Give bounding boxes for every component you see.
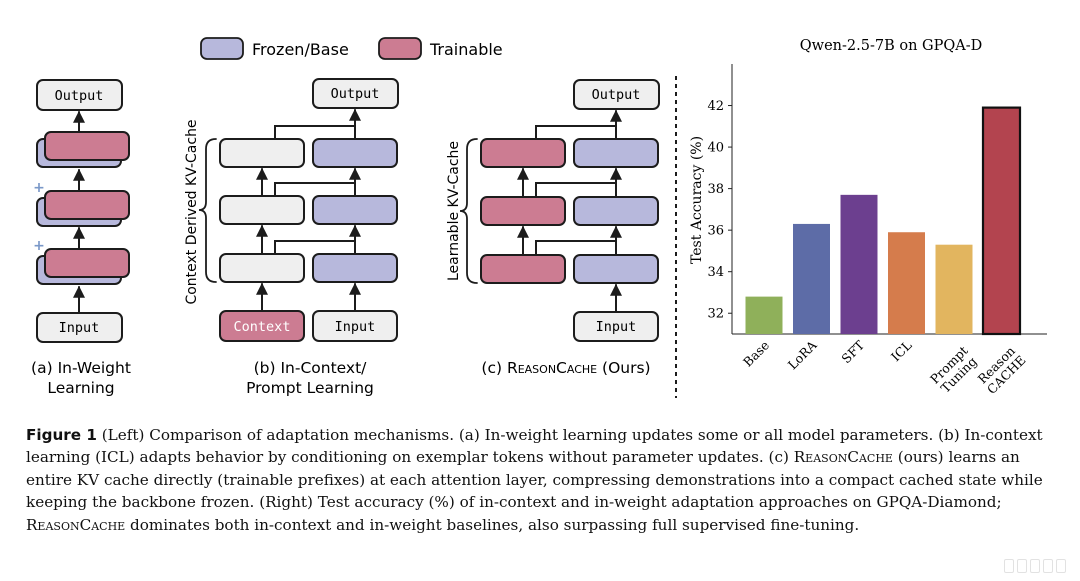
panel-a-output-box (36, 79, 123, 111)
panel-c-base-box-2 (573, 196, 659, 226)
panel-a-output-label: Output (55, 88, 104, 104)
legend-trainable-swatch (378, 37, 422, 60)
chart-bars (745, 106, 1022, 336)
panel-c-connector (535, 182, 617, 198)
panel-c-caption-suffix: (Ours) (597, 359, 651, 377)
panel-a-caption-line-1: (a) In-Weight (31, 359, 131, 377)
watermark-mark (1056, 559, 1066, 573)
panel-a-layer-1-trainable (44, 131, 130, 161)
panel-c-kv-box-1 (480, 138, 566, 168)
panel-b-kv-box-3 (219, 253, 305, 283)
chart-x-tick-label: PromptTuning (927, 343, 981, 397)
chart-bar (888, 232, 925, 334)
panel-b-connector (274, 182, 356, 197)
panel-b-caption-line-2: Prompt Learning (246, 379, 374, 397)
panel-a-plus-sign: + (33, 238, 45, 254)
chart-bar (840, 194, 878, 334)
panel-c-output-box (573, 79, 660, 110)
figure-canvas: Frozen/Base Trainable Output + + Input (… (31, 37, 1047, 398)
panel-c-brace (459, 138, 478, 284)
watermark-mark (1043, 559, 1053, 573)
panel-a-plus-sign: + (33, 180, 45, 196)
chart-bar (793, 223, 830, 334)
chart-y-tick-label: 34 (707, 265, 724, 280)
chart-x-tick-label: Base (740, 338, 772, 370)
panel-b-caption-line-1: (b) In-Context/ (254, 359, 368, 377)
legend-trainable-label: Trainable (429, 40, 503, 59)
chart-x-tick-label: LoRA (785, 337, 821, 373)
panel-b-kv-box-1 (219, 138, 305, 168)
panel-b-kv-box-2 (219, 195, 305, 225)
panel-c-input-box (573, 311, 659, 342)
panel-a-layer-2-trainable (44, 190, 130, 220)
chart-y-tick-label: 40 (707, 141, 724, 156)
panel-b-base-box-2 (312, 195, 398, 225)
caption-figure-label: Figure 1 (26, 426, 97, 444)
chart-bar (935, 244, 973, 334)
panel-b-connector (274, 125, 356, 140)
legend: Frozen/Base Trainable (200, 37, 503, 60)
watermark-mark (1030, 559, 1040, 573)
caption-text-3: dominates both in-context and in-weight … (125, 515, 860, 534)
panel-b-base-box-1 (312, 138, 398, 168)
chart-x-tick-label: ReasonCACHE (974, 342, 1029, 397)
panel-c-reasoncache: Output Input Learnable KV-Cache (c) Reas… (446, 79, 660, 377)
panel-a-caption-line-2: Learning (47, 379, 114, 397)
panel-b-in-context: Output Context Input Context Derived KV-… (184, 78, 399, 397)
chart-x-tick-label: ICL (888, 338, 915, 365)
panel-b-output-box (312, 78, 399, 109)
panel-c-kv-box-2 (480, 196, 566, 226)
panel-c-caption-prefix: (c) (481, 359, 507, 377)
figure-caption: Figure 1 (Left) Comparison of adaptation… (26, 424, 1056, 536)
panel-b-context-label: Context (234, 319, 291, 335)
caption-text-1: (Left) Comparison of adaptation mechanis… (26, 426, 1043, 467)
caption-method-name: ReasonCache (793, 448, 893, 467)
panel-c-connector (535, 125, 617, 140)
panel-b-input-label: Input (335, 319, 376, 335)
panel-c-output-label: Output (592, 87, 641, 103)
panel-b-brace-label: Context Derived KV-Cache (184, 119, 200, 304)
panel-b-output-label: Output (331, 86, 380, 102)
panel-c-brace-label: Learnable KV-Cache (446, 141, 462, 281)
panel-c-kv-box-3 (480, 254, 566, 284)
panel-a-in-weight: Output + + Input (a) In-Weight Learning (31, 79, 131, 397)
chart-title: Qwen-2.5-7B on GPQA-D (800, 38, 982, 54)
panel-b-context-box (219, 310, 305, 342)
panel-a-layer-3-trainable (44, 248, 130, 278)
watermark-mark (1017, 559, 1027, 573)
chart-y-tick-label: 38 (707, 182, 724, 197)
chart-bar (745, 296, 783, 334)
panel-c-caption-name: ReasonCache (507, 359, 597, 377)
panel-b-base-box-3 (312, 253, 398, 283)
panel-a-input-box (36, 312, 123, 343)
chart-x-tick-label: SFT (838, 337, 867, 366)
panel-c-base-box-3 (573, 254, 659, 284)
panel-b-connector (274, 240, 356, 255)
panel-b-input-box (312, 310, 398, 342)
chart-y-tick-label: 36 (707, 224, 724, 239)
legend-frozen-label: Frozen/Base (252, 40, 349, 59)
chart-y-axis-label: Test Accuracy (%) (689, 136, 705, 264)
bar-chart: Qwen-2.5-7B on GPQA-D Test Accuracy (%) … (689, 38, 1047, 397)
chart-y-tick-label: 32 (707, 307, 724, 322)
caption-text-2: (ours) learns an entire KV cache directl… (26, 448, 1043, 512)
chart-bar (981, 106, 1022, 336)
watermark-mark (1004, 559, 1014, 573)
panel-a-input-label: Input (59, 320, 100, 336)
panel-c-caption: (c) ReasonCache (Ours) (481, 359, 650, 377)
panel-c-connector (535, 240, 617, 256)
legend-frozen-swatch (200, 37, 244, 60)
watermark (1004, 559, 1066, 573)
caption-method-name: ReasonCache (26, 515, 126, 534)
panel-c-base-box-1 (573, 138, 659, 168)
chart-y-tick-label: 42 (707, 99, 724, 114)
chart-y-ticks: 32 34 36 38 40 42 (707, 99, 732, 322)
panel-c-input-label: Input (596, 319, 637, 335)
panel-b-brace (198, 138, 217, 283)
